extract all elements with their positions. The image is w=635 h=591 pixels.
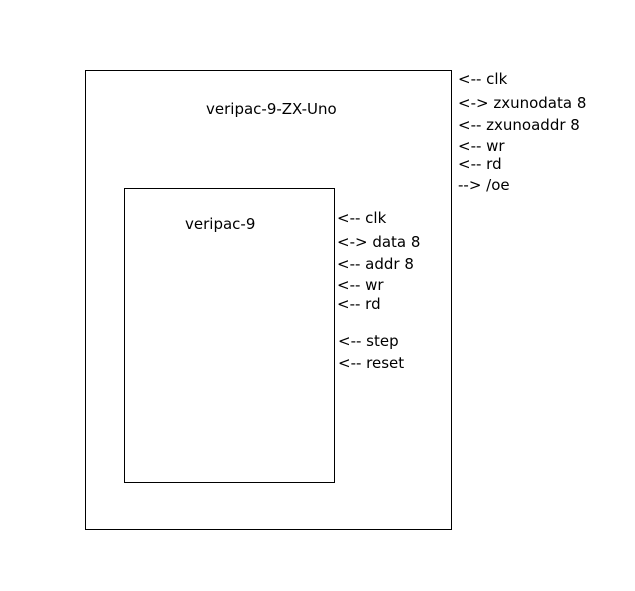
- outer-port-zxunoaddr: <-- zxunoaddr 8: [458, 116, 580, 134]
- outer-port-wr: <-- wr: [458, 137, 505, 155]
- outer-port-clk: <-- clk: [458, 70, 508, 88]
- outer-module-title: veripac-9-ZX-Uno: [206, 100, 337, 118]
- inner-port-wr: <-- wr: [337, 276, 384, 294]
- outer-port-oe: --> /oe: [458, 176, 510, 194]
- outer-module-box: [85, 70, 452, 530]
- inner-module-box: [124, 188, 335, 483]
- outer-port-rd: <-- rd: [458, 155, 502, 173]
- inner-port-clk: <-- clk: [337, 209, 387, 227]
- outer-port-zxunodata: <-> zxunodata 8: [458, 94, 587, 112]
- inner-port-step: <-- step: [338, 332, 399, 350]
- inner-module-title: veripac-9: [185, 215, 256, 233]
- inner-port-data: <-> data 8: [337, 233, 421, 251]
- inner-port-addr: <-- addr 8: [337, 255, 414, 273]
- inner-port-rd: <-- rd: [337, 295, 381, 313]
- inner-port-reset: <-- reset: [338, 354, 405, 372]
